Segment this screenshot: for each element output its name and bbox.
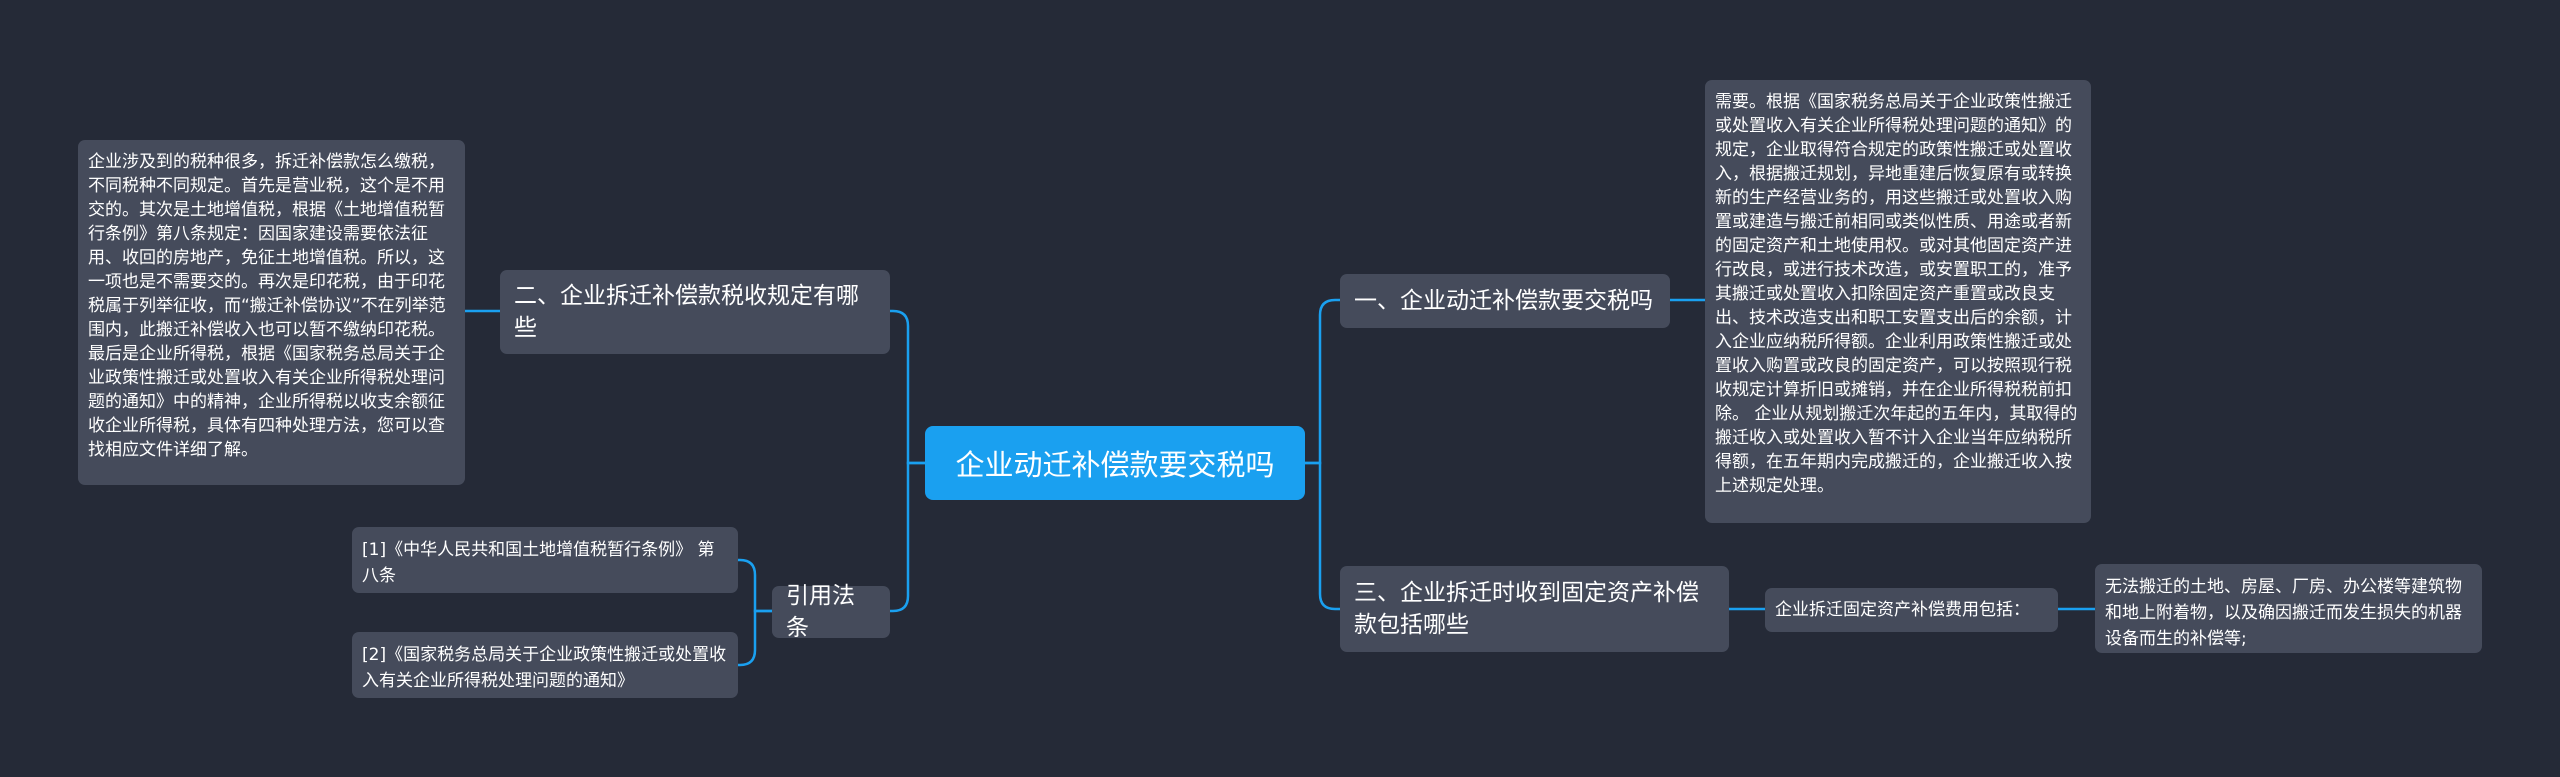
detail-compensation-items-heading-text: 企业拆迁固定资产补偿费用包括： [1775,600,2030,620]
branch-tax-required[interactable]: 一、企业动迁补偿款要交税吗 [1340,274,1670,328]
detail-tax-rules-text: 企业涉及到的税种很多，拆迁补偿款怎么缴税，不同税种不同规定。首先是营业税，这个是… [88,152,446,460]
branch-cited-laws[interactable]: 引用法条 [772,583,890,641]
connector-root-b2 [890,309,925,465]
detail-compensation-items[interactable]: 无法搬迁的土地、房屋、厂房、办公楼等建筑物和地上附着物，以及确因搬迁而发生损失的… [2095,564,2482,653]
root-topic-label: 企业动迁补偿款要交税吗 [955,448,1275,482]
branch-fixed-asset-compensation-label: 三、企业拆迁时收到固定资产补偿款包括哪些 [1354,580,1699,638]
connector-b4-ref2 [738,609,772,667]
branch-tax-rules-label: 二、企业拆迁补偿款税收规定有哪些 [514,283,859,341]
reference-item-2[interactable]: [2]《国家税务总局关于企业政策性搬迁或处置收入有关企业所得税处理问题的通知》 [352,632,738,698]
connector-b4-ref1 [738,558,772,613]
reference-item-1-text: [1]《中华人民共和国土地增值税暂行条例》 第八条 [362,540,715,586]
connector-root-b4 [890,461,925,613]
branch-cited-laws-label: 引用法条 [786,583,855,641]
root-topic[interactable]: 企业动迁补偿款要交税吗 [925,426,1305,500]
branch-tax-rules[interactable]: 二、企业拆迁补偿款税收规定有哪些 [500,270,890,354]
detail-tax-required[interactable]: 需要。根据《国家税务总局关于企业政策性搬迁或处置收入有关企业所得税处理问题的通知… [1705,80,2091,523]
branch-tax-required-label: 一、企业动迁补偿款要交税吗 [1354,288,1653,314]
connector-root-b1 [1305,298,1340,465]
detail-tax-rules[interactable]: 企业涉及到的税种很多，拆迁补偿款怎么缴税，不同税种不同规定。首先是营业税，这个是… [78,140,465,485]
reference-item-1[interactable]: [1]《中华人民共和国土地增值税暂行条例》 第八条 [352,527,738,593]
detail-compensation-items-heading[interactable]: 企业拆迁固定资产补偿费用包括： [1765,588,2058,632]
detail-compensation-items-text: 无法搬迁的土地、房屋、厂房、办公楼等建筑物和地上附着物，以及确因搬迁而发生损失的… [2105,577,2462,649]
detail-tax-required-text: 需要。根据《国家税务总局关于企业政策性搬迁或处置收入有关企业所得税处理问题的通知… [1715,92,2078,496]
reference-item-2-text: [2]《国家税务总局关于企业政策性搬迁或处置收入有关企业所得税处理问题的通知》 [362,645,727,691]
connector-root-b3 [1305,461,1340,611]
branch-fixed-asset-compensation[interactable]: 三、企业拆迁时收到固定资产补偿款包括哪些 [1340,566,1729,652]
